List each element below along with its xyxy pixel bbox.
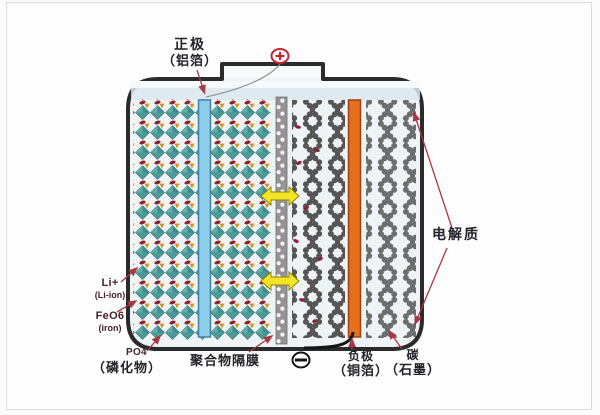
- carbon-label-graphite: （石墨）: [384, 362, 441, 378]
- anode-label-name: 负极: [347, 349, 374, 363]
- graphite-region-right: [366, 100, 416, 338]
- li-ion-name: (Li-ion): [94, 289, 126, 300]
- electrolyte-top-band: [131, 81, 420, 88]
- po4-name: （磷化物）: [92, 360, 163, 375]
- feo6-name: (iron): [98, 322, 122, 333]
- po4-formula: PO4: [126, 347, 147, 358]
- negative-terminal-icon: [291, 351, 311, 369]
- positive-terminal-wire: [205, 63, 281, 98]
- cathode-label: 正极 （铝箔）: [157, 36, 223, 68]
- feo6-label: FeO6 (iron): [88, 310, 132, 334]
- lithium-ions-in-graphite: [293, 125, 323, 323]
- separator-pointer: [248, 335, 274, 353]
- electrolyte-pointer-upper: [412, 111, 453, 229]
- li-ion-label: Li+ (Li-ion): [88, 277, 132, 301]
- feo6-pointer: [116, 300, 138, 313]
- positive-terminal-icon: [270, 48, 290, 64]
- li-ion-pointer: [120, 266, 139, 283]
- li-ion-formula: Li+: [101, 277, 119, 289]
- po4-pointer: [146, 334, 162, 352]
- cathode-label-foil: （铝箔）: [161, 52, 218, 68]
- cathode-label-name: 正极: [174, 36, 206, 52]
- carbon-label-name: 碳: [406, 348, 420, 362]
- separator-label: 聚合物隔膜: [190, 353, 261, 368]
- copper-foil-bar: [347, 99, 362, 338]
- pointer-arrows: [116, 69, 453, 353]
- carbon-pointer: [388, 329, 403, 350]
- anode-label: 负极 （铜箔）: [330, 349, 392, 378]
- graphite-region-left: [292, 100, 345, 338]
- electrolyte-band: [131, 88, 420, 100]
- aluminum-foil-bar: [197, 99, 212, 338]
- ion-shuttle-arrow-top: [260, 185, 300, 207]
- carbon-label: 碳 （石墨）: [384, 348, 442, 377]
- ion-shuttle-arrow-bottom: [260, 270, 300, 292]
- electrolyte-label: 电解质: [432, 226, 480, 242]
- anode-label-foil: （铜箔）: [332, 363, 389, 379]
- electrolyte-pointer-lower: [414, 247, 448, 326]
- separator-strip: [275, 96, 288, 345]
- feo6-formula: FeO6: [95, 310, 125, 322]
- negative-terminal-wire: [303, 331, 355, 350]
- cathode-pointer: [196, 69, 206, 95]
